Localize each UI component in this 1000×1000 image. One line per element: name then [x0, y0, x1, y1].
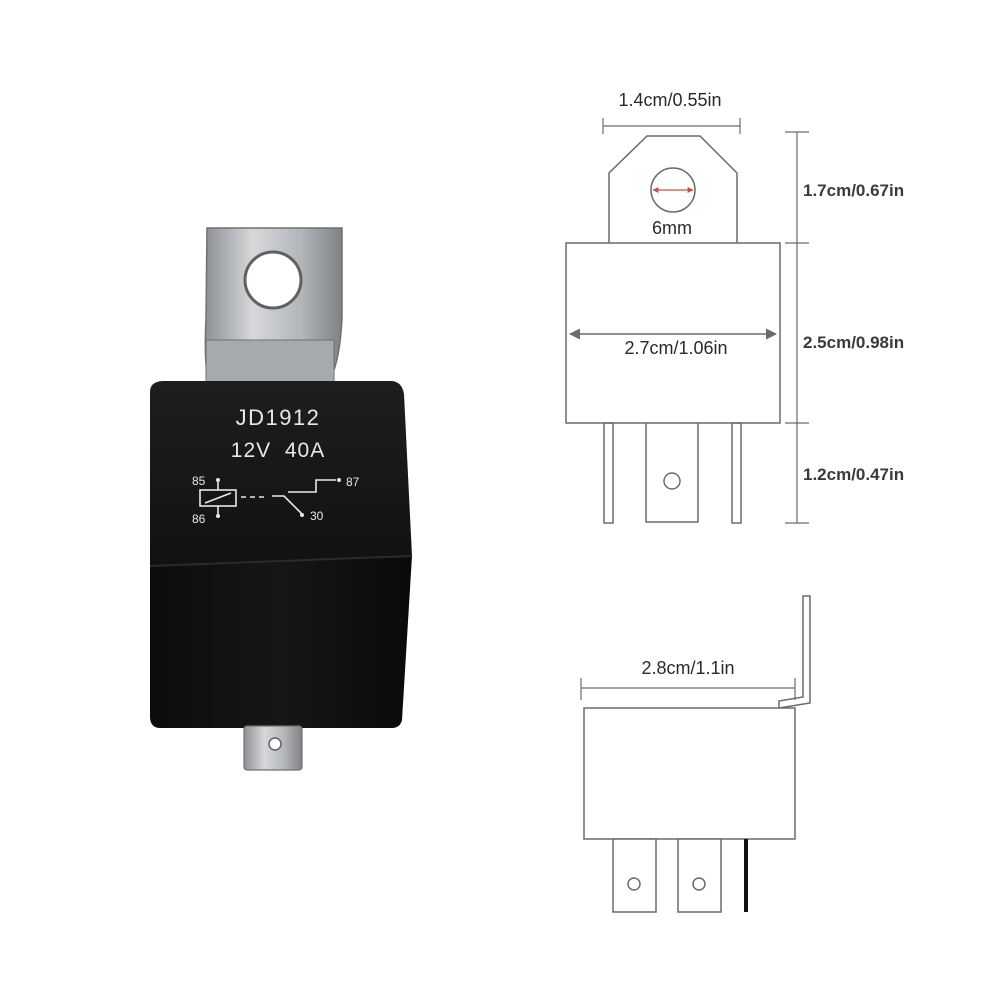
- front-view-pin-center: [645, 423, 699, 523]
- body-height-label: 2.5cm/0.98in: [803, 333, 904, 352]
- front-view-drawing: [565, 118, 809, 524]
- body-width-label: 2.7cm/1.06in: [624, 338, 727, 358]
- pin-85-label: 85: [192, 474, 206, 488]
- front-view-hole: [650, 167, 696, 213]
- bracket-hole: [243, 250, 303, 310]
- mounting-bracket: [204, 227, 343, 383]
- pin-86-label: 86: [192, 512, 206, 526]
- front-view-pin-left: [603, 422, 614, 524]
- body-depth-label: 2.8cm/1.1in: [641, 658, 734, 678]
- tab-width-label: 1.4cm/0.55in: [618, 90, 721, 110]
- side-view-pin-middle: [677, 838, 722, 913]
- relay-rating-label: 12V 40A: [231, 439, 325, 462]
- pin-87-label: 87: [346, 475, 360, 489]
- side-view-drawing: [580, 595, 811, 913]
- side-view-body: [583, 707, 796, 840]
- side-view-pin-edge: [744, 839, 748, 912]
- relay-front-face: [150, 556, 412, 728]
- pin-length-label: 1.2cm/0.47in: [803, 465, 904, 484]
- front-view-tab: [608, 135, 738, 243]
- hole-diameter-label: 6mm: [652, 218, 692, 238]
- tab-height-label: 1.7cm/0.67in: [803, 181, 904, 200]
- front-view-body: [565, 242, 781, 424]
- front-view-pin-right: [731, 422, 742, 524]
- relay-schematic: [199, 479, 336, 515]
- relay-photo: JD1912 12V 40A 85 86 87 30: [149, 227, 413, 771]
- relay-terminal: [243, 725, 303, 771]
- pin-30-label: 30: [310, 509, 324, 523]
- contact-symbol: [272, 495, 303, 515]
- relay-top-face: [150, 381, 412, 566]
- side-view-pin-left: [612, 838, 657, 913]
- relay-model-label: JD1912: [236, 405, 321, 430]
